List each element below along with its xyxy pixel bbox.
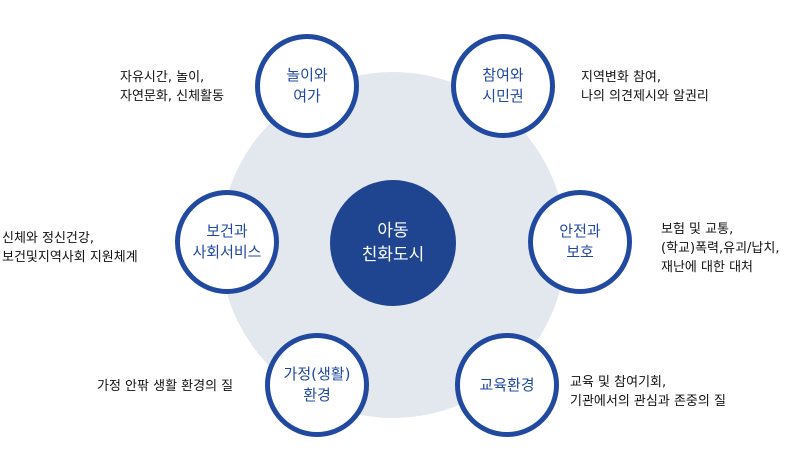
desc-education: 교육 및 참여기회, 기관에서의 관심과 존중의 질 <box>570 373 726 411</box>
node-participation: 참여와 시민권 <box>451 34 555 138</box>
node-label: 놀이와 <box>286 66 328 84</box>
desc-line: (학교)폭력,유괴/납치, <box>661 241 780 256</box>
desc-line: 보건및지역사회 지원체계 <box>2 250 138 265</box>
desc-line: 보험 및 교통, <box>661 222 734 237</box>
desc-line: 자연문화, 신체활동 <box>120 89 224 104</box>
node-label: 사회서비스 <box>192 243 262 261</box>
node-label: 보호 <box>566 243 594 261</box>
desc-line: 기관에서의 관심과 존중의 질 <box>570 394 726 409</box>
center-label-line2: 친화도시 <box>361 245 425 265</box>
desc-line: 나의 의견제시와 알권리 <box>581 89 709 104</box>
node-family-environment: 가정(생활) 환경 <box>265 333 369 437</box>
desc-line: 자유시간, 놀이, <box>120 70 205 85</box>
node-health: 보건과 사회서비스 <box>175 190 279 294</box>
desc-line: 교육 및 참여기회, <box>570 375 667 390</box>
node-play-leisure: 놀이와 여가 <box>255 34 359 138</box>
node-label: 환경 <box>303 386 331 404</box>
desc-family-environment: 가정 안팎 생활 환경의 질 <box>97 377 233 396</box>
node-label: 가정(생활) <box>283 365 351 383</box>
node-label: 안전과 <box>559 222 601 240</box>
node-label: 참여와 <box>482 66 524 84</box>
node-safety: 안전과 보호 <box>528 190 632 294</box>
desc-line: 지역변화 참여, <box>581 70 662 85</box>
desc-play-leisure: 자유시간, 놀이, 자연문화, 신체활동 <box>120 68 224 106</box>
node-label: 교육환경 <box>479 375 535 394</box>
desc-line: 재난에 대한 대처 <box>661 260 753 275</box>
node-education: 교육환경 <box>455 333 559 437</box>
node-label: 시민권 <box>482 87 524 105</box>
desc-health: 신체와 정신건강, 보건및지역사회 지원체계 <box>2 229 138 267</box>
desc-safety: 보험 및 교통, (학교)폭력,유괴/납치, 재난에 대한 대처 <box>661 220 779 277</box>
center-circle: 아동 친화도시 <box>330 180 456 306</box>
desc-participation: 지역변화 참여, 나의 의견제시와 알권리 <box>581 68 709 106</box>
node-label: 보건과 <box>206 222 248 240</box>
node-label: 여가 <box>293 87 321 105</box>
center-label-line1: 아동 <box>377 221 409 241</box>
desc-line: 신체와 정신건강, <box>2 231 94 246</box>
desc-line: 가정 안팎 생활 환경의 질 <box>97 379 234 394</box>
